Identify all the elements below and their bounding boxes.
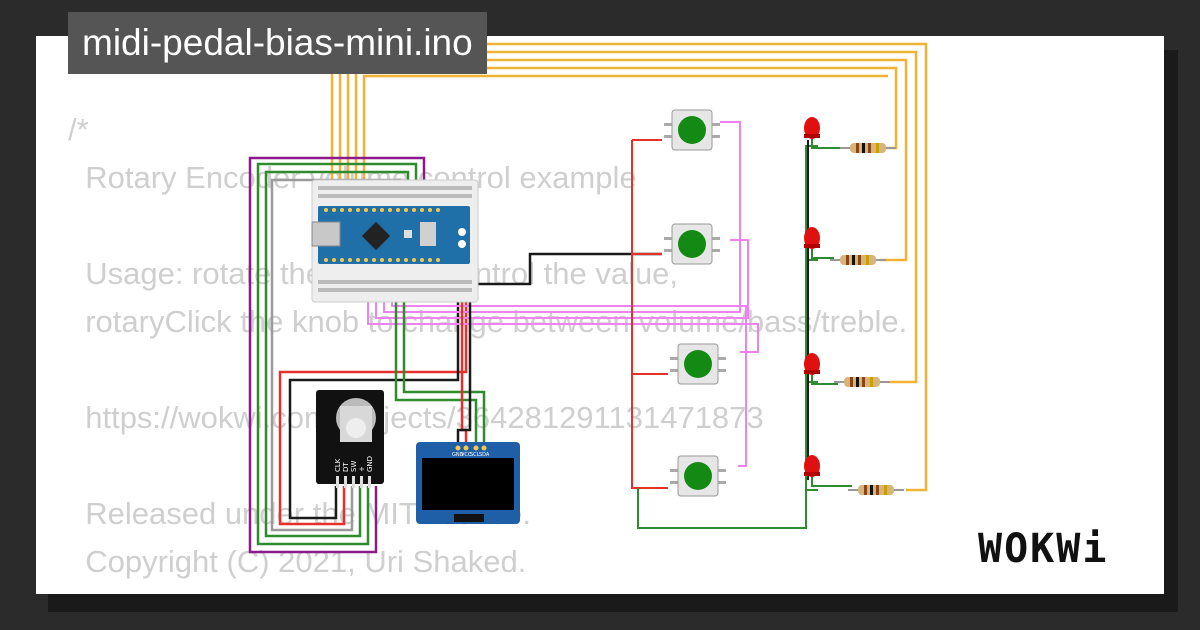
wire-black-button [448, 252, 662, 286]
project-card[interactable]: /* Rotary Encoder volume control example… [36, 36, 1164, 594]
pushbutton[interactable] [664, 223, 720, 265]
rotary-encoder [316, 390, 384, 488]
wire-orange-3 [346, 58, 908, 262]
code-line: rotaryClick the knob to change between v… [68, 304, 908, 339]
wire-black-encoder [288, 262, 460, 520]
encoder-pin-label: + [358, 466, 366, 472]
resistor [848, 485, 904, 495]
pushbutton[interactable] [670, 343, 726, 385]
logo-text: WOKWi [978, 526, 1109, 572]
wire-orange-2 [338, 50, 918, 384]
code-line: /* [68, 112, 89, 147]
wire-green-oled-2 [402, 262, 486, 444]
project-title: midi-pedal-bias-mini.ino [68, 12, 487, 74]
encoder-pin-labels: CLK DT SW + GND [334, 456, 374, 472]
resistor [834, 377, 890, 387]
wire-red-bus [631, 139, 668, 489]
resistor [840, 143, 896, 153]
code-line: https://wokwi.com/projects/3642812911314… [68, 400, 764, 435]
led-group [804, 117, 904, 495]
oled-pin-labels: GND VCC SCL SDA [452, 452, 490, 458]
wire-green-2 [264, 170, 410, 538]
wire-black-oled [456, 262, 472, 444]
oled-pin-label: SCL [470, 452, 480, 458]
encoder-pin-label: SW [350, 461, 358, 472]
oled-pin-label: SDA [479, 452, 490, 458]
led [804, 227, 834, 259]
pushbutton[interactable] [670, 455, 726, 497]
encoder-pin-label: DT [342, 462, 350, 472]
oled-pin-label: GND [452, 452, 464, 458]
wokwi-logo: WOKWi [978, 526, 1108, 572]
pushbutton-group [664, 109, 726, 497]
resistor [830, 255, 886, 265]
code-preview: /* Rotary Encoder volume control example… [68, 106, 907, 594]
led [804, 117, 844, 149]
led [804, 455, 852, 487]
encoder-pin-label: CLK [334, 458, 342, 472]
code-line: */ [68, 586, 907, 594]
code-line: Copyright (C) 2021, Uri Shaked. [68, 544, 527, 579]
wire-purple [248, 156, 426, 554]
orange-wires [330, 42, 928, 492]
oled-pin-label: VCC [461, 452, 472, 458]
encoder-pin-label: GND [366, 456, 374, 472]
led [804, 353, 838, 385]
wire-orange-1 [330, 42, 928, 492]
oled-display [416, 442, 520, 524]
wire-green-oled-1 [394, 262, 478, 444]
wire-green-bus [637, 145, 818, 529]
wire-red-encoder [278, 262, 468, 526]
wire-green-1 [256, 162, 418, 546]
pushbutton[interactable] [664, 109, 720, 151]
arduino-nano [311, 206, 470, 264]
